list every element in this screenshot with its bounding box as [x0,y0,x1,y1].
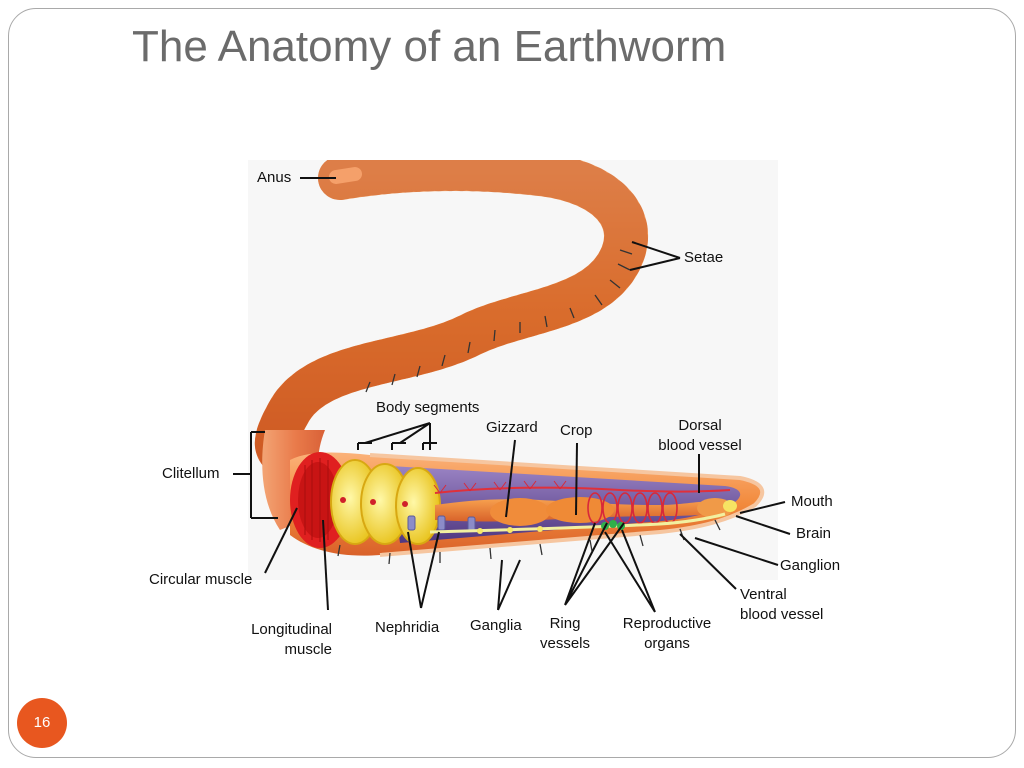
earthworm-illustration [233,160,791,613]
label-longitudinal-line1: Longitudinal [251,621,332,638]
label-clitellum: Clitellum [162,465,220,482]
label-ring-vessels: Ring vessels [530,614,600,654]
label-longitudinal-muscle: Longitudinal muscle [232,620,332,660]
label-setae: Setae [684,249,724,266]
label-ring-line1: Ring [549,615,581,632]
page-number-badge: 16 [17,698,67,748]
label-dorsal-blood-vessel: Dorsal blood vessel [650,416,750,456]
label-gizzard: Gizzard [486,419,538,436]
label-dorsal-line2: blood vessel [658,437,742,454]
label-ring-line2: vessels [539,635,591,652]
dorsal-blood-vessel [434,486,731,494]
earthworm-diagram: Anus Setae Body segments Gizzard Crop Do… [140,160,860,670]
label-ganglia: Ganglia [470,617,522,634]
label-mouth: Mouth [791,493,833,510]
label-anus: Anus [257,169,292,186]
label-reproductive-line2: organs [644,635,690,652]
label-body-segments: Body segments [376,399,480,416]
label-brain: Brain [796,525,832,542]
slide-title: The Anatomy of an Earthworm [132,22,727,71]
label-reproductive-organs: Reproductive organs [612,614,722,654]
label-longitudinal-line2: muscle [284,641,332,658]
label-reproductive-line1: Reproductive [622,615,712,632]
setae-bristles [365,249,633,393]
label-ventral-line1: Ventral [740,586,787,603]
nephridia-shapes [407,515,476,532]
label-ganglion: Ganglion [780,557,841,574]
label-circular-muscle: Circular muscle [149,571,253,588]
label-crop: Crop [560,422,593,439]
label-ventral-blood-vessel: Ventral blood vessel [740,585,823,625]
leader-lines [233,177,791,613]
label-nephridia: Nephridia [375,619,440,636]
label-ventral-line2: blood vessel [740,606,824,623]
label-dorsal-line1: Dorsal [678,417,722,434]
brain-shape [723,500,737,512]
